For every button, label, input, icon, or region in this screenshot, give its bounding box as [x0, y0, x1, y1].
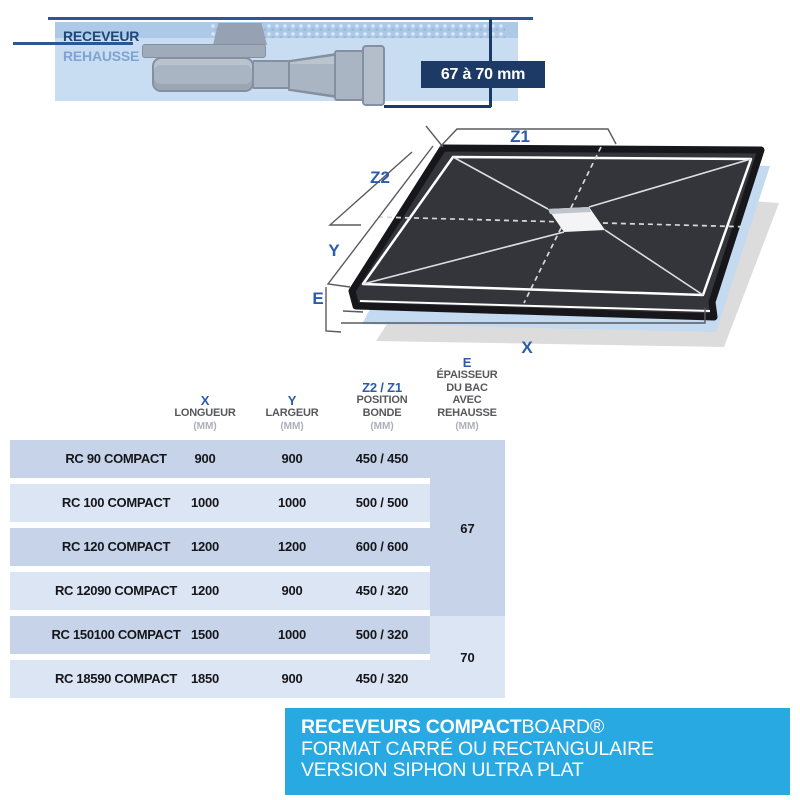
- table-header-x: X LONGUEUR (MM): [150, 352, 260, 433]
- header-key-e: E: [462, 354, 472, 370]
- header-label-rehausse2: REHAUSSE: [437, 407, 497, 420]
- row-x: 1500: [190, 627, 220, 642]
- header-key-x: X: [200, 393, 210, 409]
- row-z: 450 / 320: [355, 671, 409, 686]
- banner-line2: FORMAT CARRÉ OU RECTANGULAIRE: [301, 737, 654, 760]
- row-y: 900: [281, 451, 303, 466]
- table-header-e: E ÉPAISSEUR DU BAC AVEC REHAUSSE (MM): [412, 352, 522, 433]
- rehausse-label: REHAUSSE: [63, 48, 140, 64]
- header-label-position: POSITION: [356, 394, 408, 407]
- row-x: 1000: [190, 495, 220, 510]
- thickness-dimension-badge: 67 à 70 mm: [421, 61, 545, 88]
- drain-grate: [213, 23, 267, 45]
- row-x: 1200: [190, 583, 220, 598]
- header-unit-e: (MM): [455, 421, 479, 432]
- dim-label-y: Y: [328, 241, 340, 260]
- tray-front-inset: [359, 300, 711, 312]
- row-name: RC 18590 COMPACT: [54, 671, 178, 686]
- row-x: 1850: [190, 671, 220, 686]
- measure-bottom-tick: [384, 105, 491, 108]
- dim-label-z2: Z2: [370, 168, 390, 187]
- product-title-banner: RECEVEURS COMPACTBOARD® FORMAT CARRÉ OU …: [285, 708, 790, 795]
- dim-label-x: X: [521, 338, 533, 357]
- row-z: 450 / 320: [355, 583, 409, 598]
- table-header-z: Z2 / Z1 POSITION BONDE (MM): [327, 352, 437, 433]
- header-label-avec: AVEC: [452, 394, 482, 407]
- dimension-brackets: [325, 125, 706, 333]
- table-row: [10, 660, 505, 698]
- header-label-dubac: DU BAC: [446, 381, 488, 394]
- row-y: 900: [281, 671, 303, 686]
- row-x: 1200: [190, 539, 220, 554]
- row-z: 500 / 320: [355, 627, 409, 642]
- receveur-label: RECEVEUR: [63, 28, 140, 44]
- table-row: [10, 484, 505, 522]
- center-axes: [377, 146, 754, 304]
- header-label-longueur: LONGUEUR: [174, 407, 236, 420]
- row-z: 500 / 500: [355, 495, 409, 510]
- row-y: 1000: [277, 627, 307, 642]
- header-unit-x: (MM): [193, 421, 217, 432]
- banner-line3: VERSION SIPHON ULTRA PLAT: [301, 759, 584, 781]
- floor-level-line: [48, 17, 533, 20]
- row-y: 1000: [277, 495, 307, 510]
- row-name: RC 12090 COMPACT: [54, 583, 178, 598]
- row-x: 900: [194, 451, 216, 466]
- dim-label-z1: Z1: [510, 127, 530, 146]
- siphon-illustration: [0, 0, 800, 120]
- header-label-bonde: BONDE: [362, 407, 402, 420]
- header-label-largeur: LARGEUR: [265, 407, 319, 420]
- siphon-body: [152, 57, 254, 92]
- siphon-cone: [290, 56, 334, 95]
- tray-texture: [210, 23, 505, 38]
- row-name: RC 90 COMPACT: [65, 451, 167, 466]
- row-y: 1200: [277, 539, 307, 554]
- slope-lines: [362, 156, 752, 296]
- banner-title-light: BOARD®: [521, 716, 605, 738]
- row-name: RC 150100 COMPACT: [51, 627, 181, 642]
- dimension-table: 67 70 RC 90 COMPACT 900 900 450 / 450 RC…: [10, 440, 505, 698]
- header-key-y: Y: [287, 393, 297, 409]
- row-name: RC 100 COMPACT: [61, 495, 171, 510]
- table-row: [10, 616, 505, 654]
- header-unit-z: (MM): [370, 421, 394, 432]
- thickness-cell-67: 67: [430, 440, 505, 616]
- table-row: [10, 572, 505, 610]
- header-key-z: Z2 / Z1: [362, 380, 402, 396]
- row-name: RC 120 COMPACT: [61, 539, 171, 554]
- table-row: [10, 440, 505, 478]
- receveur-divider-line: [13, 42, 133, 45]
- table-header-y: Y LARGEUR (MM): [237, 352, 347, 433]
- banner-title-bold: RECEVEURS COMPACT: [301, 716, 522, 738]
- banner-title: RECEVEURS COMPACTBOARD®: [301, 716, 790, 739]
- thickness-cell-70: 70: [430, 616, 505, 698]
- row-z: 450 / 450: [355, 451, 409, 466]
- row-z: 600 / 600: [355, 539, 409, 554]
- dim-label-e: E: [312, 289, 323, 308]
- drain-cover-edge: [548, 207, 591, 214]
- header-label-epaisseur: ÉPAISSEUR: [436, 368, 498, 381]
- header-unit-y: (MM): [280, 421, 304, 432]
- siphon-end-cap: [362, 45, 385, 106]
- row-y: 900: [281, 583, 303, 598]
- table-row: [10, 528, 505, 566]
- tray-slab: [348, 144, 765, 321]
